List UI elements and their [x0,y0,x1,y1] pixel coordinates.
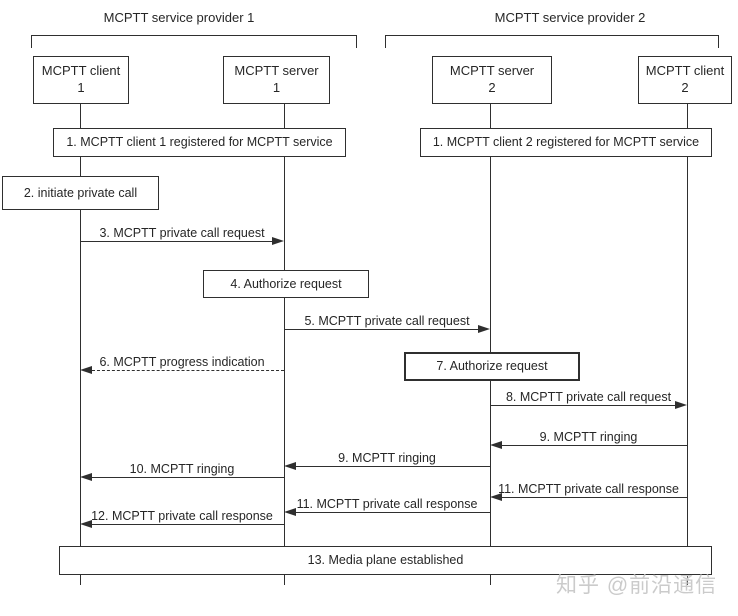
arrowhead-left-icon [284,508,296,516]
message-line [490,405,676,406]
message-label: 8. MCPTT private call request [505,390,672,404]
arrowhead-left-icon [80,520,92,528]
message-label: 12. MCPTT private call response [91,509,273,523]
node-label: MCPTT server [234,63,319,79]
node-label: MCPTT client [645,63,725,79]
provider2-title: MCPTT service provider 2 [494,10,646,25]
node-number: 2 [681,80,689,95]
arrowhead-left-icon [80,473,92,481]
node-box-mcptt-client-1: MCPTT client 1 [33,56,129,104]
message-line [295,512,490,513]
message-label: 11. MCPTT private call response [498,482,679,496]
lifeline-mcptt-client-1 [80,102,81,546]
message-label: 3. MCPTT private call request [99,226,265,240]
lifeline-mcptt-client-2 [687,102,688,546]
arrowhead-left-icon [284,462,296,470]
node-box-mcptt-client-2: MCPTT client 2 [638,56,732,104]
provider1-bracket [31,35,357,48]
node-label: MCPTT server [449,63,535,79]
lifeline-stub-mcptt-client-2 [687,573,688,585]
node-number: 1 [77,80,85,95]
node-label: MCPTT client [41,63,121,79]
arrowhead-left-icon [490,441,502,449]
arrowhead-right-icon [272,237,284,245]
provider1-title: MCPTT service provider 1 [103,10,255,25]
message-line [92,370,284,371]
node-number: 1 [272,80,281,95]
action-box-1-client2-registered: 1. MCPTT client 2 registered for MCPTT s… [420,128,712,157]
arrowhead-right-icon [478,325,490,333]
message-line [91,524,284,525]
action-box-2-initiate-private-call: 2. initiate private call [2,176,159,210]
lifeline-stub-mcptt-server-1 [284,573,285,585]
provider2-bracket [385,35,719,48]
action-box-4-authorize-request: 4. Authorize request [203,270,369,298]
node-box-mcptt-server-1: MCPTT server 1 [223,56,330,104]
lifeline-mcptt-server-1 [284,102,285,546]
message-label: 10. MCPTT ringing [129,462,235,476]
watermark: 知乎 @前沿通信 [556,574,718,597]
message-line [91,477,284,478]
message-line [80,241,273,242]
action-box-1-client1-registered: 1. MCPTT client 1 registered for MCPTT s… [53,128,346,157]
message-line [501,445,687,446]
arrowhead-right-icon [675,401,687,409]
message-label: 11. MCPTT private call response [296,497,478,511]
message-label: 6. MCPTT progress indication [99,355,265,369]
message-label: 5. MCPTT private call request [304,314,470,328]
message-line [295,466,490,467]
message-label: 9. MCPTT ringing [539,430,638,444]
action-box-7-authorize-request: 7. Authorize request [404,352,580,381]
action-box-13-media-plane-established: 13. Media plane established [59,546,712,575]
arrowhead-left-icon [80,366,92,374]
arrowhead-left-icon [490,493,502,501]
node-box-mcptt-server-2: MCPTT server 2 [432,56,552,104]
lifeline-stub-mcptt-server-2 [490,573,491,585]
message-label: 9. MCPTT ringing [338,451,436,465]
message-line [501,497,687,498]
lifeline-mcptt-server-2 [490,102,491,546]
lifeline-stub-mcptt-client-1 [80,573,81,585]
node-number: 2 [488,80,496,95]
message-line [284,329,479,330]
